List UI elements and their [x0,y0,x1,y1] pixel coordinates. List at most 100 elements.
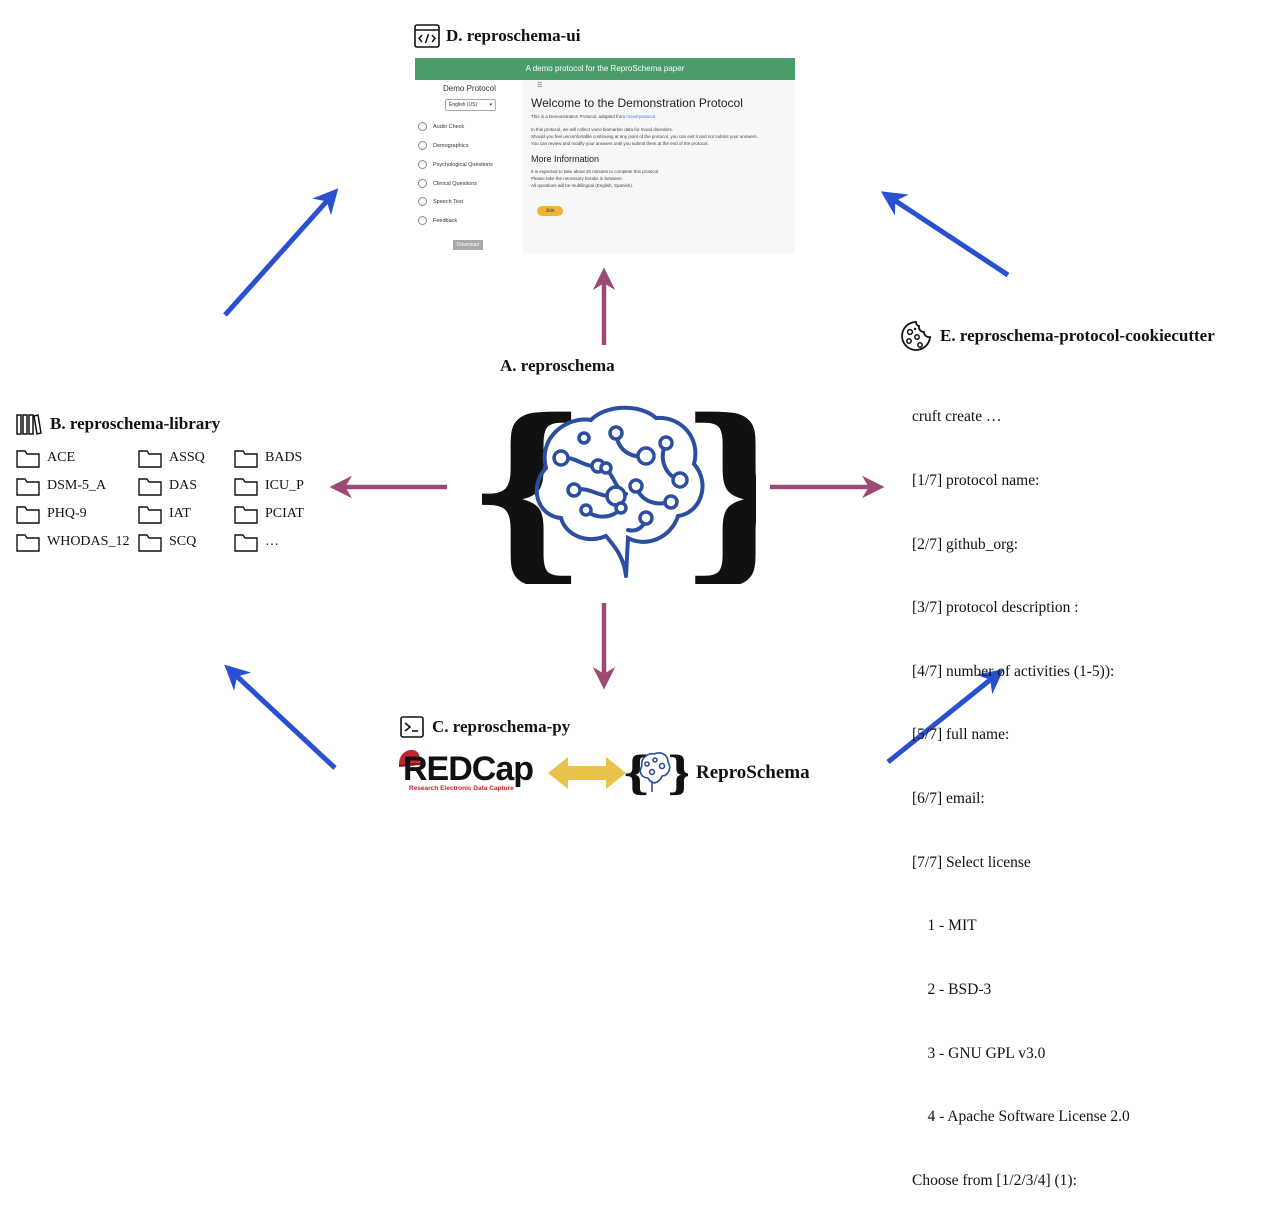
library-folder[interactable]: IAT [138,504,191,524]
books-icon [16,414,42,435]
folder-label: ASSQ [169,450,205,465]
ui-panel-title: D. reproschema-ui [446,26,581,45]
info-2: Please take the necessary breaks in betw… [531,176,623,181]
cc-line: [4/7] number of activities (1-5)): [912,662,1115,680]
code-window-icon [414,24,440,48]
radio-circle-icon [418,216,427,225]
activity-item[interactable]: Feedback [418,216,457,225]
more-info-heading: More Information [531,154,600,164]
reproschema-brain-logo: { } [466,398,756,584]
cookiecutter-terminal-text: cruft create … [1/7] protocol name: [2/7… [912,364,1130,1212]
redcap-subtitle: Research Electronic Data Capture [409,785,514,792]
folder-icon [138,506,162,524]
activity-label: Audio Check [433,123,465,130]
reproschema-small-logo: { } [622,748,688,796]
chevron-down-icon: ▾ [489,102,492,108]
ui-panel-header: D. reproschema-ui [414,24,580,48]
folder-label: ACE [47,450,75,465]
cookie-icon [901,321,931,351]
cc-line: 2 - BSD-3 [912,980,992,998]
arrow-c-to-e [886,668,1004,764]
library-folder[interactable]: PHQ-9 [16,504,87,524]
activity-item[interactable]: Psychological Questions [418,160,493,169]
info-3: All questions will be multilingual (Engl… [531,183,634,188]
cc-line: 4 - Apache Software License 2.0 [912,1108,1130,1126]
library-folder[interactable]: BADS [234,448,302,468]
cc-line: [2/7] github_org: [912,535,1019,553]
library-folder[interactable]: ICU_P [234,476,304,496]
folder-icon [234,506,258,524]
library-folder[interactable]: … [234,532,279,552]
redcap-logo: REDCap Research Electronic Data Capture [395,748,545,798]
welcome-heading: Welcome to the Demonstration Protocol [531,96,743,110]
library-header: B. reproschema-library [16,413,220,435]
arrow-c-to-b [224,664,337,770]
cc-line: [5/7] full name: [912,726,1010,744]
ui-banner: A demo protocol for the ReproSchema pape… [415,58,795,80]
activity-label: Psychological Questions [433,161,493,168]
join-button[interactable]: Join [537,206,563,216]
radio-circle-icon [418,122,427,131]
activity-label: Speech Test [433,198,464,205]
folder-label: IAT [169,506,191,521]
cc-line: [6/7] email: [912,790,985,808]
folder-icon [234,478,258,496]
folder-icon [234,450,258,468]
menu-icon[interactable]: ☰ [537,83,543,89]
folder-label: DAS [169,478,198,493]
folder-icon [16,450,40,468]
folder-label: DSM-5_A [47,478,107,493]
activity-label: Demographics [433,142,469,149]
para-3: You can review and modify your answers u… [531,141,709,146]
language-select[interactable]: English (US) ▾ [445,99,496,111]
para-2: Should you feel uncomfortable continuing… [531,134,758,139]
folder-label: SCQ [169,534,197,549]
library-folder[interactable]: SCQ [138,532,196,552]
folder-label: PCIAT [265,506,304,521]
folder-label: BADS [265,450,303,465]
folder-icon [16,534,40,552]
folder-label: … [265,534,279,549]
activity-label: Clinical Questions [433,180,478,187]
py-header: C. reproschema-py [400,716,570,738]
ui-main-content: ☰ Welcome to the Demonstration Protocol … [523,80,795,253]
ui-side-title: Demo Protocol [443,84,496,93]
reproschema-wordmark: ReproSchema [696,762,810,783]
folder-icon [138,478,162,496]
ui-sidebar: Demo Protocol English (US) ▾ Audio Check… [415,80,520,268]
library-folder[interactable]: WHODAS_12 [16,532,129,552]
activity-item[interactable]: Clinical Questions [418,179,477,188]
library-folder[interactable]: DAS [138,476,197,496]
cookiecutter-header: E. reproschema-protocol-cookiecutter [900,320,1215,352]
red-cap-icon [399,749,421,767]
arrows-layer [223,188,1010,789]
mood-protocol-link[interactable]: mood-protocol [626,114,656,119]
intro-suffix: . [655,114,657,119]
folder-icon [138,534,162,552]
info-paragraphs: It is expected to take about 30 minutes … [531,168,791,189]
reproschema-ui-screenshot: A demo protocol for the ReproSchema pape… [415,58,795,268]
download-button[interactable]: Download [453,240,483,250]
library-folder[interactable]: ACE [16,448,75,468]
folder-label: PHQ-9 [47,506,87,521]
folder-icon [234,534,258,552]
library-folder[interactable]: ASSQ [138,448,205,468]
library-folder[interactable]: DSM-5_A [16,476,106,496]
radio-circle-icon [418,141,427,150]
para-1: In this protocol, we will collect voice … [531,127,674,132]
activity-item[interactable]: Demographics [418,141,468,150]
activity-label: Feedback [433,217,458,224]
language-value: English (US) [449,102,478,108]
folder-icon [16,506,40,524]
library-title: B. reproschema-library [50,414,221,433]
cc-line: 1 - MIT [912,917,977,935]
cookiecutter-title: E. reproschema-protocol-cookiecutter [940,326,1215,345]
activity-item[interactable]: Audio Check [418,122,464,131]
redcap-reproschema-double-arrow [548,757,626,789]
cc-line: [1/7] protocol name: [912,472,1040,490]
radio-circle-icon [418,179,427,188]
cc-line: Choose from [1/2/3/4] (1): [912,1171,1077,1189]
folder-icon [16,478,40,496]
library-folder[interactable]: PCIAT [234,504,304,524]
activity-item[interactable]: Speech Test [418,197,463,206]
